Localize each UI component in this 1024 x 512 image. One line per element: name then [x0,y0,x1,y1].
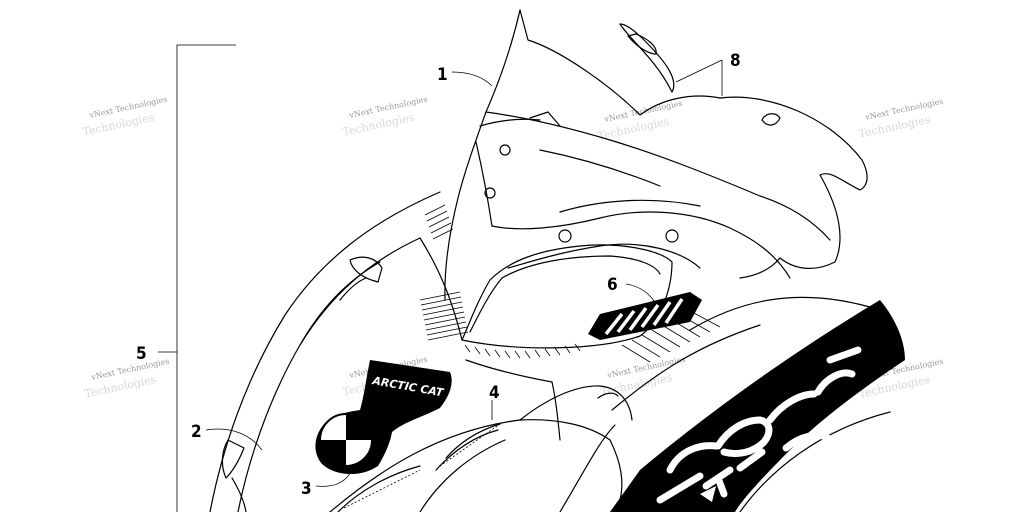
callout-6: 6 [607,275,618,295]
hood-script-decal [337,423,501,512]
callout-2: 2 [191,422,202,442]
watermark: Technologies vNext Technologies [596,99,683,143]
hood-vent-grille [419,204,469,341]
hood-emblem-decal: ARCTIC CAT [315,360,452,475]
watermark: Technologies vNext Technologies [857,97,944,141]
side-panel-decal [610,300,905,512]
headlight-recess [461,244,673,359]
hood-body [209,191,901,512]
watermark: Technologies vNext Technologies [83,357,170,401]
callout-8: 8 [730,51,741,71]
stripe-decal [588,292,702,340]
watermark: Technologies vNext Technologies [599,355,686,399]
callout-4: 4 [489,383,500,403]
callout-1: 1 [437,65,448,85]
callout-5: 5 [136,344,147,364]
callout-numbers: 1 2 3 4 5 6 8 [136,51,741,499]
watermark: Technologies vNext Technologies [341,95,428,139]
leader-lines [205,59,723,487]
callout-3: 3 [301,479,312,499]
watermark: Technologies vNext Technologies [81,95,168,139]
windshield [444,9,868,301]
headlight-trim-teeth [464,343,581,359]
callout-5-bracket [158,44,236,512]
